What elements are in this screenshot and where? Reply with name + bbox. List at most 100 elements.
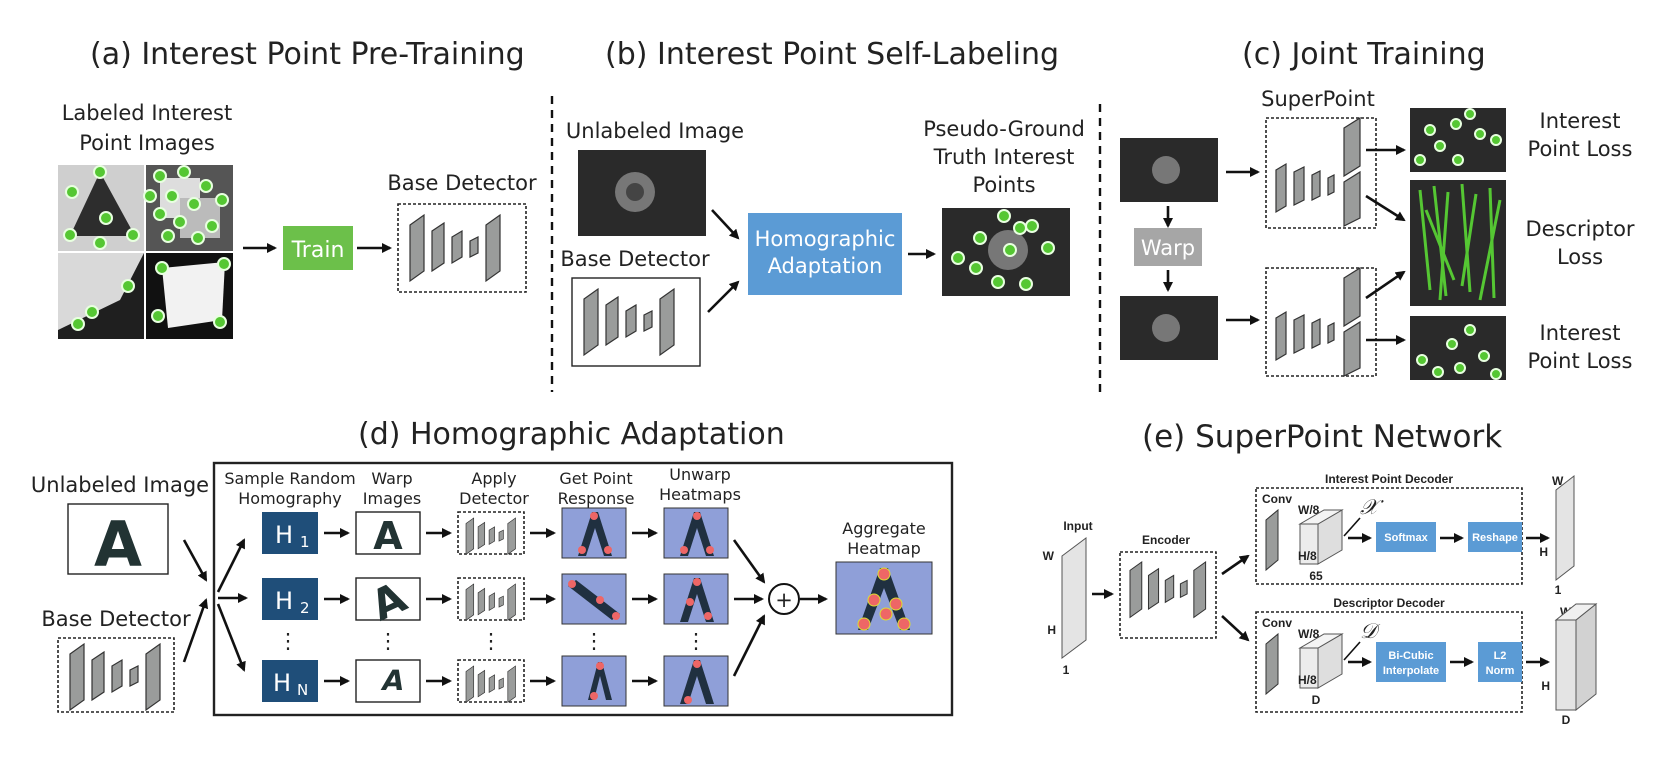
warp-img-1	[355, 511, 421, 555]
reshape-box	[1468, 522, 1522, 552]
panel-a: (a) Interest Point Pre-Training Labeled …	[58, 37, 537, 339]
panel-b-title: (b) Interest Point Self-Labeling	[605, 37, 1059, 72]
base-detector-label-a: Base Detector	[387, 171, 537, 195]
homographic-adaptation-box	[748, 213, 902, 295]
ipd-out-h: H	[1539, 545, 1548, 559]
hn-label: H	[273, 669, 291, 697]
dd-out-d: D	[1562, 713, 1571, 727]
desc-decoder-label: Descriptor Decoder	[1333, 596, 1445, 610]
unlabeled-image-label-d: Unlabeled Image	[31, 473, 209, 497]
warp-img-n	[355, 659, 421, 703]
softmax-label: Softmax	[1384, 532, 1428, 544]
input-w: W	[1043, 549, 1055, 563]
pgt-label-3: Points	[972, 173, 1035, 197]
softmax-box	[1376, 522, 1436, 552]
base-detector-label-b: Base Detector	[560, 247, 710, 271]
h2-label: H	[275, 587, 293, 615]
input-one: 1	[1063, 663, 1070, 677]
dd-w8: W/8	[1298, 627, 1320, 641]
pgt-label-1: Pseudo-Ground	[923, 117, 1085, 141]
panel-a-title: (a) Interest Point Pre-Training	[90, 37, 525, 72]
ipd-w8: W/8	[1298, 503, 1320, 517]
encoder-label: Encoder	[1142, 533, 1190, 547]
ipd-h8: H/8	[1298, 549, 1317, 563]
col-apply-detector-2: Detector	[459, 489, 529, 508]
unlabeled-image-label-b: Unlabeled Image	[566, 119, 744, 143]
aggregate-sum-node	[768, 583, 800, 615]
col-sample-homography-1: Sample Random	[224, 469, 355, 488]
ip-points-bottom	[1416, 324, 1502, 380]
l2norm-label-1: L2	[1494, 650, 1507, 662]
hn-box	[262, 660, 318, 702]
unlabeled-a-letter: A	[94, 508, 142, 581]
dd-out-h: H	[1541, 679, 1550, 693]
plus-sign: +	[775, 588, 793, 612]
h2-box	[262, 578, 318, 620]
arrow-detector-to-ha	[707, 280, 740, 313]
ipd-conv: Conv	[1262, 492, 1292, 506]
ip-loss-bottom-2: Point Loss	[1528, 349, 1633, 373]
warp-box	[1134, 228, 1202, 266]
panel-b: (b) Interest Point Self-Labeling Unlabel…	[560, 37, 1085, 367]
warp-letter-1: A	[373, 514, 403, 558]
train-label: Train	[291, 238, 345, 263]
train-box	[283, 226, 353, 270]
col-get-response-1: Get Point	[559, 469, 632, 488]
arrow-detector-to-merge	[182, 598, 209, 663]
l2norm-box	[1478, 642, 1522, 682]
col-unwarp-1: Unwarp	[669, 465, 730, 484]
dd-h8: H/8	[1298, 673, 1317, 687]
labeled-images-label-1: Labeled Interest	[62, 101, 233, 125]
ip-decoder-label: Interest Point Decoder	[1325, 472, 1453, 486]
arrow-image-to-merge	[182, 539, 208, 582]
ha-label-1: Homographic	[755, 227, 896, 251]
ip-loss-bottom-1: Interest	[1540, 321, 1621, 345]
base-detector-label-d: Base Detector	[41, 607, 191, 631]
col-warp-images-1: Warp	[371, 469, 412, 488]
desc-loss-1: Descriptor	[1525, 217, 1634, 241]
panel-d: (d) Homographic Adaptation Unlabeled Ima…	[31, 417, 954, 717]
h1-sub: 1	[300, 533, 310, 551]
superpoint-label: SuperPoint	[1261, 87, 1375, 111]
l2norm-label-2: Norm	[1486, 665, 1515, 677]
bicubic-label-1: Bi-Cubic	[1388, 650, 1433, 662]
input-h: H	[1047, 623, 1056, 637]
panel-e: (e) SuperPoint Network Input W H 1 Encod…	[1043, 419, 1598, 727]
aggregate-label-1: Aggregate	[842, 519, 925, 538]
labeled-images-label-2: Point Images	[79, 131, 215, 155]
desc-loss-2: Loss	[1557, 245, 1603, 269]
dd-d: D	[1312, 693, 1321, 707]
warp-img-2	[355, 577, 421, 621]
col-apply-detector-1: Apply	[471, 469, 516, 488]
h1-box	[262, 512, 318, 554]
dd-output-volume	[1555, 619, 1577, 711]
ipd-output-volume	[1555, 474, 1575, 582]
h2-sub: 2	[300, 599, 310, 617]
bicubic-box	[1376, 642, 1446, 682]
reshape-label: Reshape	[1472, 532, 1518, 544]
labeled-image-grid	[58, 165, 233, 339]
unlabeled-a-box	[67, 503, 169, 575]
arrow-to-desc-bottom	[1365, 270, 1406, 300]
ipd-out-w: W	[1552, 474, 1564, 488]
ip-points-top	[1414, 108, 1502, 166]
pgt-points	[951, 209, 1055, 291]
descriptor-match-lines	[1418, 183, 1502, 301]
bicubic-label-2: Interpolate	[1383, 665, 1439, 677]
h1-label: H	[275, 521, 293, 549]
aggregate-label-2: Heatmap	[847, 539, 921, 558]
panel-c: (c) Joint Training SuperPoint Warp	[1120, 37, 1635, 380]
ha-label-2: Adaptation	[768, 254, 883, 278]
ipd-out-one: 1	[1555, 583, 1562, 597]
panel-c-title: (c) Joint Training	[1242, 37, 1486, 72]
dd-d-symbol: 𝒟	[1360, 619, 1381, 643]
arrow-to-desc-top	[1365, 194, 1406, 222]
dots-unwarp: ⋮	[686, 629, 707, 653]
dots-warp: ⋮	[378, 629, 399, 653]
panel-d-title: (d) Homographic Adaptation	[358, 417, 785, 452]
hn-sub: N	[297, 681, 308, 699]
arrow-image-to-ha	[711, 209, 740, 240]
dots-response: ⋮	[584, 629, 605, 653]
panel-e-title: (e) SuperPoint Network	[1142, 419, 1502, 455]
